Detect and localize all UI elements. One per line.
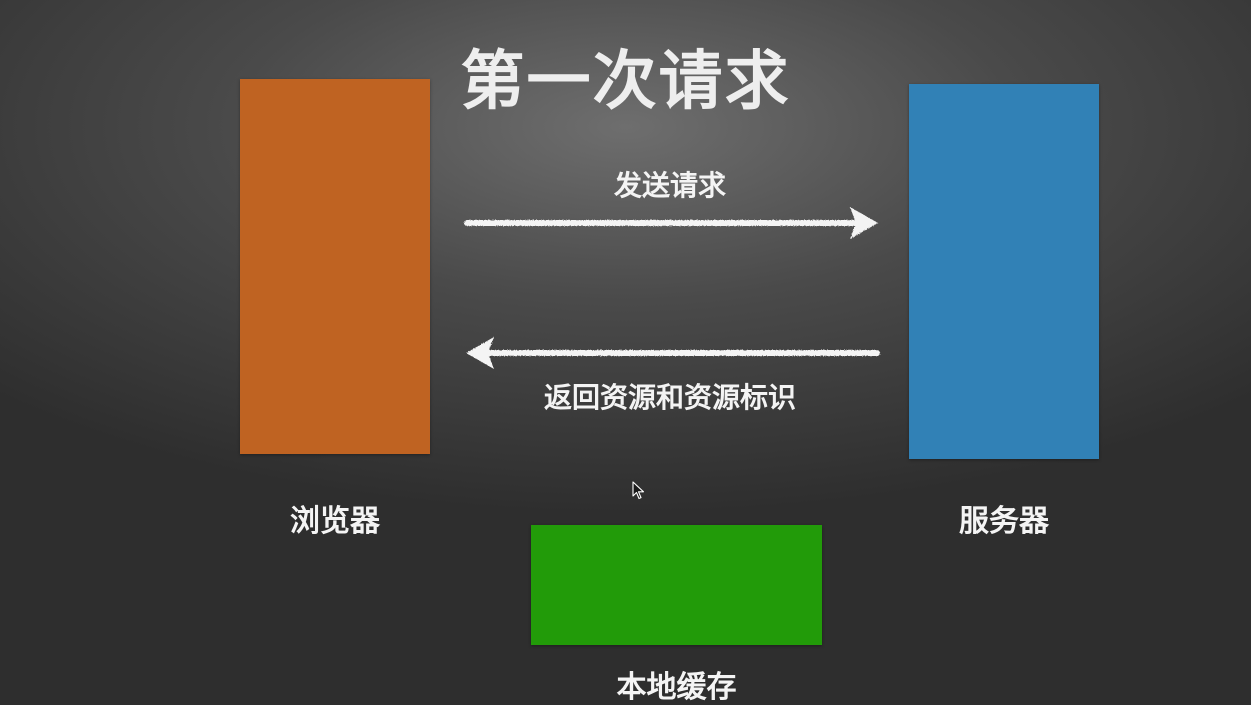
browser-block <box>240 79 430 454</box>
return-arrow <box>466 337 880 369</box>
local-cache-block <box>531 525 822 645</box>
return-resource-label: 返回资源和资源标识 <box>543 381 796 414</box>
send-request-label: 发送请求 <box>613 169 726 202</box>
server-block <box>909 84 1099 459</box>
mouse-pointer-icon <box>632 481 645 500</box>
server-label: 服务器 <box>959 504 1049 539</box>
send-arrow <box>464 207 878 239</box>
local-cache-label: 本地缓存 <box>616 670 737 705</box>
browser-label: 浏览器 <box>290 504 380 539</box>
slide-title: 第一次请求 <box>460 45 791 119</box>
